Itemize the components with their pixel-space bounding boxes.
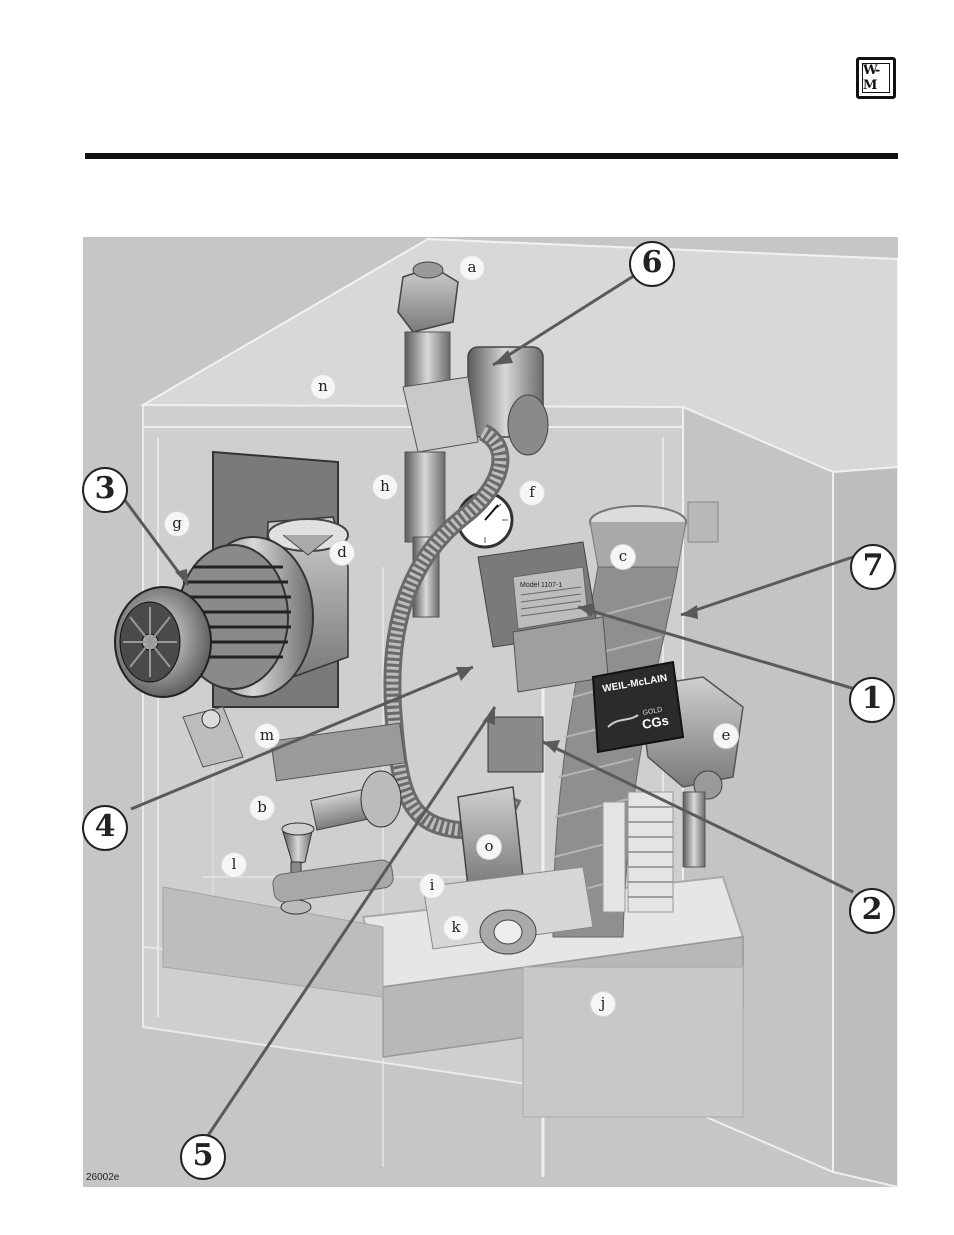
callout-letter-d: d (330, 541, 354, 565)
callout-letter-c: c (611, 545, 635, 569)
callout-number-7: 7 (850, 544, 896, 590)
callout-letter-m: m (255, 724, 279, 748)
callout-letter-n: n (311, 375, 335, 399)
callout-letter-i: i (420, 874, 444, 898)
callout-letter-o: o (477, 835, 501, 859)
callout-number-5: 5 (180, 1134, 226, 1180)
callout-number-6: 6 (629, 241, 675, 287)
boiler-illustration: Model 1107-1 WEIL-McLAIN GOLD CGs (83, 237, 898, 1187)
callout-number-4: 4 (82, 805, 128, 851)
callout-letter-e: e (714, 724, 738, 748)
callout-letter-j: j (591, 992, 615, 1016)
header-rule (85, 153, 898, 159)
logo-text: W-M (862, 63, 890, 93)
weil-mclain-logo: W-M (856, 57, 896, 99)
callout-letter-l: l (222, 853, 246, 877)
callout-letter-b: b (250, 796, 274, 820)
callout-letter-a: a (460, 256, 484, 280)
boiler-cutaway-figure: Model 1107-1 WEIL-McLAIN GOLD CGs (83, 237, 898, 1187)
nameplate-text: Model 1107-1 (520, 582, 562, 589)
callout-letter-h: h (373, 475, 397, 499)
callout-number-1: 1 (849, 677, 895, 723)
callout-letter-g: g (165, 512, 189, 536)
callout-letter-f: f (520, 481, 544, 505)
callout-letter-k: k (444, 916, 468, 940)
callout-number-3: 3 (82, 467, 128, 513)
figure-number: 26002e (86, 1172, 119, 1183)
callout-number-2: 2 (849, 888, 895, 934)
